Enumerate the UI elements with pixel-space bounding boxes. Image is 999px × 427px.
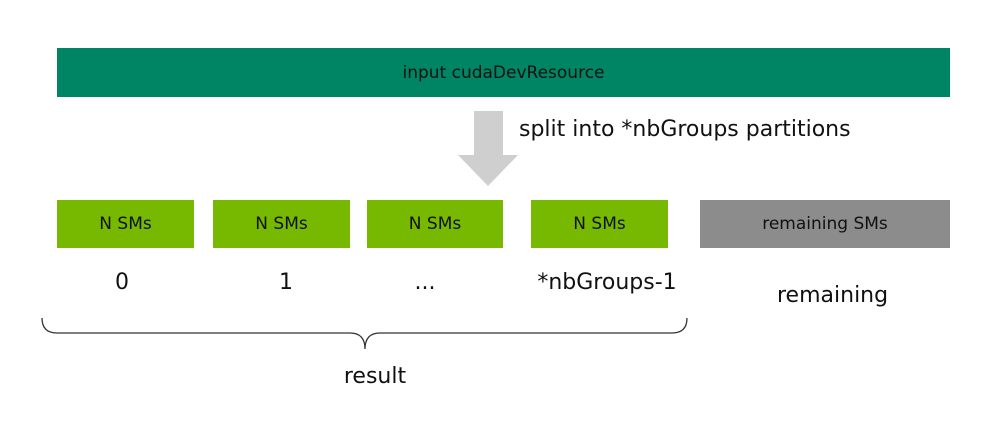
result-label: result — [343, 364, 407, 389]
partition-index-1: 1 — [279, 270, 293, 295]
partition-box-label: N SMs — [408, 214, 462, 234]
remaining-sms-label: remaining SMs — [762, 214, 888, 234]
partition-box-2: N SMs — [367, 200, 503, 248]
partition-index-0: 0 — [115, 270, 129, 295]
partition-box-1: N SMs — [213, 200, 350, 248]
partition-index-ellipsis: ... — [414, 270, 436, 295]
partition-index-last: *nbGroups-1 — [537, 270, 677, 295]
remaining-sms-box: remaining SMs — [700, 200, 950, 248]
remaining-label: remaining — [777, 283, 889, 308]
result-brace — [41, 317, 688, 350]
split-label: split into *nbGroups partitions — [519, 117, 851, 142]
partition-box-3: N SMs — [531, 200, 668, 248]
partition-box-0: N SMs — [57, 200, 194, 248]
partition-box-label: N SMs — [99, 214, 152, 234]
partition-box-label: N SMs — [573, 214, 626, 234]
split-arrow-icon — [458, 111, 518, 186]
input-resource-label: input cudaDevResource — [402, 62, 605, 83]
input-resource-bar: input cudaDevResource — [57, 48, 950, 97]
partition-box-label: N SMs — [255, 214, 308, 234]
